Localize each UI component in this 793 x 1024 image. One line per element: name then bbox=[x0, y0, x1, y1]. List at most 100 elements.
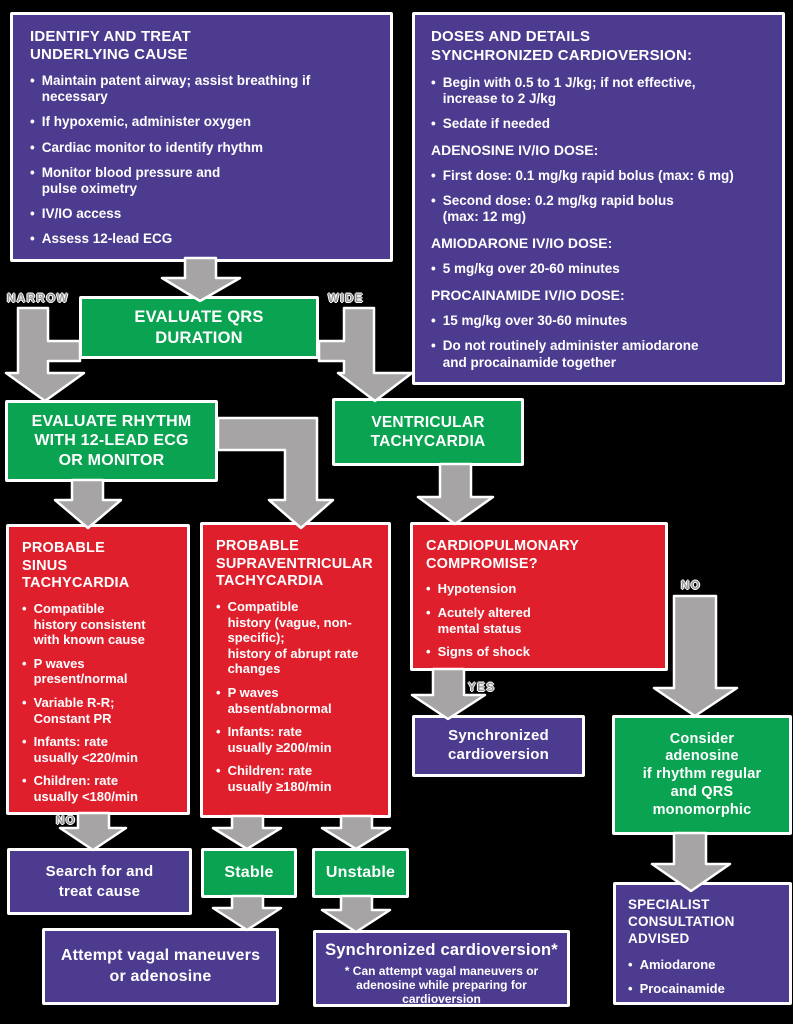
bullet-icon: • bbox=[30, 164, 35, 180]
bullet-icon: • bbox=[22, 695, 27, 711]
dose-item: • Second dose: 0.2 mg/kg rapid bolus (ma… bbox=[431, 193, 674, 225]
bullet-item: • If hypoxemic, administer oxygen bbox=[30, 114, 252, 130]
dose-item: • Sedate if needed bbox=[431, 115, 551, 131]
dose-item: • ADENOSINE IV/IO DOSE: bbox=[431, 142, 599, 159]
evaluate-qrs-duration-box: EVALUATE QRS DURATION bbox=[79, 296, 319, 359]
bullet-item: • Children: rate usually <180/min bbox=[22, 773, 138, 804]
dose-item: • Do not routinely administer amiodarone… bbox=[431, 338, 699, 370]
compromise-box-title: CARDIOPULMONARY COMPROMISE? bbox=[426, 538, 580, 572]
arrow-identify-to-qrs-icon bbox=[160, 256, 242, 303]
bullet-item: • Procainamide bbox=[628, 981, 725, 997]
arrow-unstable-to-cardioversion-icon bbox=[320, 894, 392, 934]
bullet-item: • Compatible history consistent with kno… bbox=[22, 601, 146, 648]
identify-underlying-cause-box: IDENTIFY AND TREAT UNDERLYING CAUSE • Ma… bbox=[10, 12, 393, 262]
bullet-icon: • bbox=[431, 193, 436, 209]
dose-item: • 15 mg/kg over 30-60 minutes bbox=[431, 313, 628, 329]
probable-supraventricular-tachycardia-box: PROBABLE SUPRAVENTRICULAR TACHYCARDIA • … bbox=[200, 522, 391, 818]
bullet-icon: • bbox=[628, 956, 633, 972]
sinus-box-title: PROBABLE SINUS TACHYCARDIA bbox=[22, 540, 130, 592]
arrow-rhythm-to-svt-icon bbox=[216, 416, 335, 530]
synchronized-cardioversion-2-title: Synchronized cardioversion* bbox=[325, 941, 558, 959]
no-branch-label: NO bbox=[681, 580, 702, 592]
arrow-rhythm-to-sinus-icon bbox=[53, 478, 123, 530]
bullet-item: • Hypotension bbox=[426, 581, 517, 597]
arrow-narrow-to-rhythm-icon bbox=[4, 306, 86, 403]
bullet-item: • Compatible history (vague, non- specif… bbox=[216, 599, 359, 677]
consider-adenosine-box: Consider adenosine if rhythm regular and… bbox=[612, 715, 792, 835]
bullet-item: • Infants: rate usually <220/min bbox=[22, 734, 138, 765]
dose-item: • PROCAINAMIDE IV/IO DOSE: bbox=[431, 287, 625, 304]
arrow-stable-to-vagal-icon bbox=[211, 894, 283, 932]
bullet-icon: • bbox=[431, 261, 436, 277]
bullet-icon: • bbox=[431, 74, 436, 90]
narrow-branch-label: NARROW bbox=[7, 293, 70, 305]
probable-sinus-tachycardia-box: PROBABLE SINUS TACHYCARDIA • Compatible … bbox=[6, 524, 190, 815]
bullet-icon: • bbox=[22, 655, 27, 671]
svt-bullet-list: • Compatible history (vague, non- specif… bbox=[216, 599, 382, 795]
bullet-item: • Children: rate usually ≥180/min bbox=[216, 763, 332, 794]
evaluate-rhythm-title: EVALUATE RHYTHM WITH 12-LEAD ECG OR MONI… bbox=[31, 412, 192, 469]
specialist-consultation-box: SPECIALIST CONSULTATION ADVISED • Amioda… bbox=[613, 882, 792, 1005]
bullet-item: • Amiodarone bbox=[628, 956, 716, 972]
bullet-item: • Monitor blood pressure and pulse oxime… bbox=[30, 164, 221, 196]
bullet-item: • Maintain patent airway; assist breathi… bbox=[30, 73, 311, 105]
identify-bullet-list: • Maintain patent airway; assist breathi… bbox=[30, 73, 378, 248]
bullet-item: • Acutely altered mental status bbox=[426, 604, 531, 636]
search-treat-cause-title: Search for and treat cause bbox=[45, 863, 154, 900]
bullet-item: • P waves absent/abnormal bbox=[216, 685, 332, 716]
synchronized-cardioversion-footnote-box: Synchronized cardioversion* * Can attemp… bbox=[313, 930, 570, 1007]
bullet-item: • Variable R-R; Constant PR bbox=[22, 695, 115, 726]
arrow-vt-to-compromise-icon bbox=[416, 462, 495, 526]
bullet-icon: • bbox=[426, 644, 431, 660]
ventricular-tachycardia-box: VENTRICULAR TACHYCARDIA bbox=[332, 398, 524, 466]
compromise-bullet-list: • Hypotension • Acutely altered mental s… bbox=[426, 581, 659, 659]
bullet-item: • P waves present/normal bbox=[22, 655, 128, 687]
cardiopulmonary-compromise-box: CARDIOPULMONARY COMPROMISE? • Hypotensio… bbox=[410, 522, 668, 671]
bullet-icon: • bbox=[431, 313, 436, 329]
bullet-icon: • bbox=[628, 981, 633, 997]
attempt-vagal-maneuvers-title: Attempt vagal maneuvers or adenosine bbox=[60, 946, 261, 985]
bullet-icon: • bbox=[30, 139, 35, 155]
wide-branch-label: WIDE bbox=[328, 293, 365, 305]
dose-item: • First dose: 0.1 mg/kg rapid bolus (max… bbox=[431, 167, 734, 183]
unstable-title: Unstable bbox=[325, 864, 396, 881]
cardioversion-footnote: * Can attempt vagal maneuvers or adenosi… bbox=[344, 963, 539, 1007]
bullet-item: • Assess 12-lead ECG bbox=[30, 231, 173, 247]
yes-branch-label: YES bbox=[468, 682, 496, 694]
bullet-item: • Cardiac monitor to identify rhythm bbox=[30, 139, 264, 155]
doses-and-details-box: DOSES AND DETAILS SYNCHRONIZED CARDIOVER… bbox=[412, 12, 785, 385]
identify-box-title: IDENTIFY AND TREAT UNDERLYING CAUSE bbox=[30, 28, 191, 63]
evaluate-rhythm-box: EVALUATE RHYTHM WITH 12-LEAD ECG OR MONI… bbox=[5, 400, 218, 482]
bullet-item: • IV/IO access bbox=[30, 206, 122, 222]
dose-item: • 5 mg/kg over 20-60 minutes bbox=[431, 261, 620, 277]
bullet-icon: • bbox=[426, 581, 431, 597]
consider-adenosine-title: Consider adenosine if rhythm regular and… bbox=[642, 730, 762, 818]
bullet-icon: • bbox=[216, 599, 221, 615]
bullet-item: • Signs of shock bbox=[426, 644, 531, 660]
ventricular-tachycardia-title: VENTRICULAR TACHYCARDIA bbox=[370, 413, 486, 450]
bullet-icon: • bbox=[22, 601, 27, 617]
arrow-svt-to-unstable-icon bbox=[320, 814, 392, 851]
arrow-wide-to-vt-icon bbox=[317, 306, 414, 403]
bullet-icon: • bbox=[216, 763, 221, 779]
synchronized-cardioversion-box: Synchronized cardioversion bbox=[412, 715, 585, 777]
bullet-icon: • bbox=[22, 773, 27, 789]
stable-box: Stable bbox=[201, 848, 297, 898]
svt-box-title: PROBABLE SUPRAVENTRICULAR TACHYCARDIA bbox=[216, 538, 373, 590]
doses-item-list: • Begin with 0.5 to 1 J/kg; if not effec… bbox=[431, 75, 772, 371]
bullet-icon: • bbox=[431, 338, 436, 354]
synchronized-cardioversion-title: Synchronized cardioversion bbox=[448, 727, 549, 763]
doses-box-title: DOSES AND DETAILS SYNCHRONIZED CARDIOVER… bbox=[431, 28, 693, 64]
specialist-consultation-title: SPECIALIST CONSULTATION ADVISED bbox=[628, 897, 735, 946]
bullet-icon: • bbox=[30, 206, 35, 222]
dose-item: • AMIODARONE IV/IO DOSE: bbox=[431, 235, 613, 252]
unstable-box: Unstable bbox=[312, 848, 409, 898]
sinus-bullet-list: • Compatible history consistent with kno… bbox=[22, 601, 181, 805]
bullet-icon: • bbox=[30, 231, 35, 247]
bullet-item: • Infants: rate usually ≥200/min bbox=[216, 724, 332, 755]
specialist-bullet-list: • Amiodarone • Procainamide bbox=[628, 957, 785, 997]
arrow-yes-to-cardioversion-icon bbox=[410, 667, 487, 721]
stable-title: Stable bbox=[224, 864, 274, 881]
bullet-icon: • bbox=[431, 115, 436, 131]
